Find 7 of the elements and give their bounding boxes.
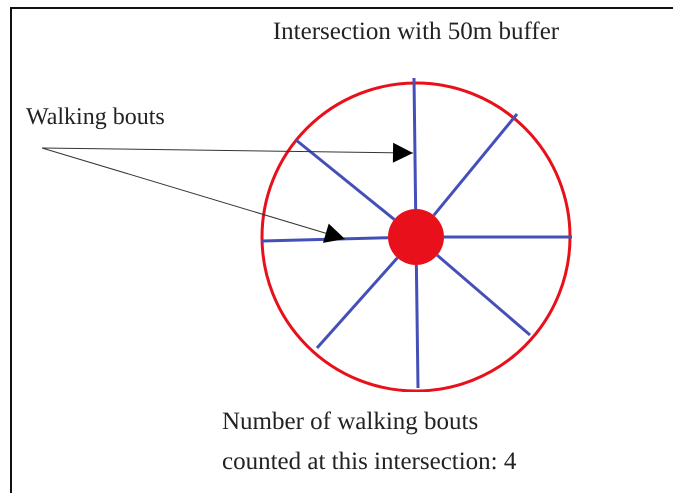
diagram-heading: Intersection with 50m buffer xyxy=(272,18,560,46)
walking-bout-line xyxy=(262,236,388,242)
caption-text: Number of walking bouts counted at this intersection: 4 xyxy=(222,407,518,477)
leader-line xyxy=(42,142,414,163)
walking-bout-line xyxy=(412,78,418,210)
leader-line xyxy=(42,148,346,243)
callout-text: Walking bouts xyxy=(26,104,165,131)
